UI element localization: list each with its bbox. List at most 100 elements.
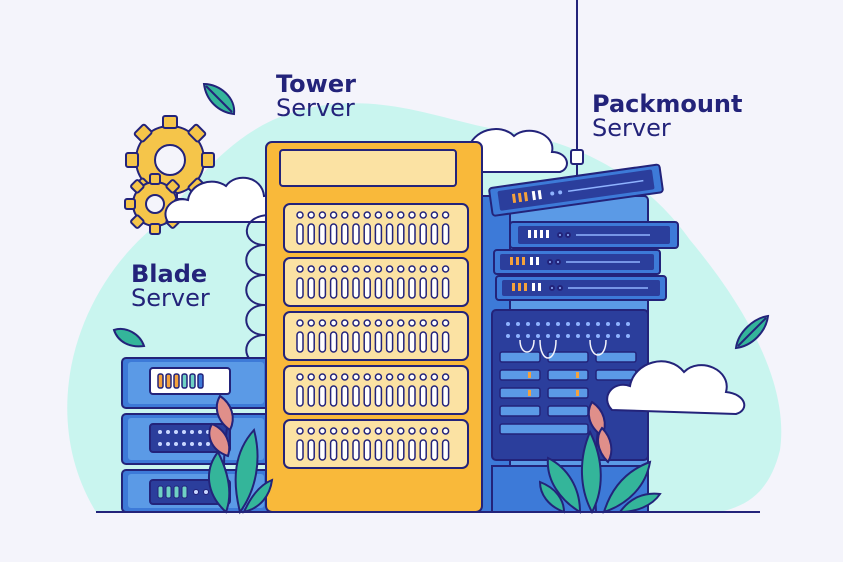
tower-led [430, 265, 439, 273]
tower-vent-slot [408, 277, 416, 299]
packmount-server-label: Packmount Server [592, 92, 742, 140]
tower-led [408, 211, 416, 219]
tower-led [430, 211, 439, 219]
tower-vent-slot [374, 223, 383, 245]
tower-vent-slot [397, 277, 405, 299]
tower-led [363, 211, 371, 219]
tower-led [441, 319, 450, 327]
tower-led [430, 373, 439, 381]
tower-vent-slot [329, 439, 338, 461]
tower-led [329, 319, 338, 327]
tower-led [307, 373, 315, 381]
tower-led [318, 319, 327, 327]
tower-led [341, 373, 349, 381]
tower-vent-slot [385, 277, 394, 299]
blade-server-label-normal: Server [131, 284, 210, 312]
plant-icon [538, 400, 662, 515]
tower-vent-slot [296, 439, 304, 461]
tower-led [352, 319, 360, 327]
plant-icon [207, 394, 274, 515]
tower-server-label: Tower Server [276, 72, 356, 120]
tower-vent-slot [408, 385, 416, 407]
tower-vent-slot [397, 223, 405, 245]
tower-led [296, 427, 304, 435]
tower-vent-slot [397, 385, 405, 407]
tower-vent-slot [385, 223, 394, 245]
tower-led [329, 373, 338, 381]
tower-led [296, 265, 304, 273]
cloud-icon [606, 360, 746, 416]
tower-vent-slot [419, 331, 427, 353]
tower-led [352, 427, 360, 435]
tower-led [397, 319, 405, 327]
tower-led [441, 211, 450, 219]
tower-led [296, 211, 304, 219]
tower-led [419, 373, 427, 381]
tower-vent-slot [352, 277, 360, 299]
tower-vent-slot [430, 277, 439, 299]
tower-led [307, 319, 315, 327]
tower-led [363, 427, 371, 435]
tower-led [352, 265, 360, 273]
tower-vent-slot [352, 385, 360, 407]
tower-vent-slot [307, 277, 315, 299]
tower-vent-slot [296, 331, 304, 353]
tower-vent-slot [430, 385, 439, 407]
tower-vent-slot [341, 277, 349, 299]
tower-led [318, 373, 327, 381]
tower-vent-slot [408, 223, 416, 245]
tower-vent-slot [441, 331, 450, 353]
tower-vent-slot [397, 331, 405, 353]
tower-led [329, 265, 338, 273]
tower-vent-slot [329, 331, 338, 353]
tower-vent-slot [352, 439, 360, 461]
tower-vent-slot [385, 385, 394, 407]
tower-led [419, 265, 427, 273]
tower-led [341, 319, 349, 327]
tower-led [363, 265, 371, 273]
tower-vent-slot [329, 385, 338, 407]
tower-led [352, 211, 360, 219]
tower-led [385, 427, 394, 435]
tower-led [408, 427, 416, 435]
tower-led [307, 427, 315, 435]
tower-vent-slot [307, 331, 315, 353]
tower-led [329, 211, 338, 219]
leaf-icon [202, 82, 236, 116]
tower-led [374, 427, 383, 435]
tower-led [408, 265, 416, 273]
packmount-server-unit [488, 163, 664, 217]
blade-server [121, 357, 271, 513]
tower-vent-slot [419, 385, 427, 407]
tower-vent-slot [318, 385, 327, 407]
tower-vent-slot [419, 439, 427, 461]
tower-led [408, 319, 416, 327]
tower-led [307, 211, 315, 219]
tower-led [419, 427, 427, 435]
tower-vent-slot [341, 331, 349, 353]
tower-vent-slot [318, 277, 327, 299]
tower-vent-slot [318, 223, 327, 245]
tower-vent-slot [430, 331, 439, 353]
tower-led [341, 427, 349, 435]
tower-vent-slot [441, 223, 450, 245]
tower-server-label-normal: Server [276, 94, 355, 122]
tower-vent-slot [341, 223, 349, 245]
tower-vent-slot [374, 385, 383, 407]
tower-vent-slot [430, 439, 439, 461]
tower-led [374, 211, 383, 219]
tower-led [397, 265, 405, 273]
tower-vent-slot [441, 439, 450, 461]
tower-led [430, 319, 439, 327]
tower-led [441, 427, 450, 435]
tower-vent-slot [363, 223, 371, 245]
tower-vent-slot [341, 385, 349, 407]
tower-vent-slot [329, 223, 338, 245]
tower-server [265, 141, 483, 513]
blade-server-label-bold: Blade [131, 260, 208, 288]
tower-vent-slot [408, 331, 416, 353]
tower-vent-slot [374, 439, 383, 461]
tower-led [385, 211, 394, 219]
tower-led [385, 373, 394, 381]
